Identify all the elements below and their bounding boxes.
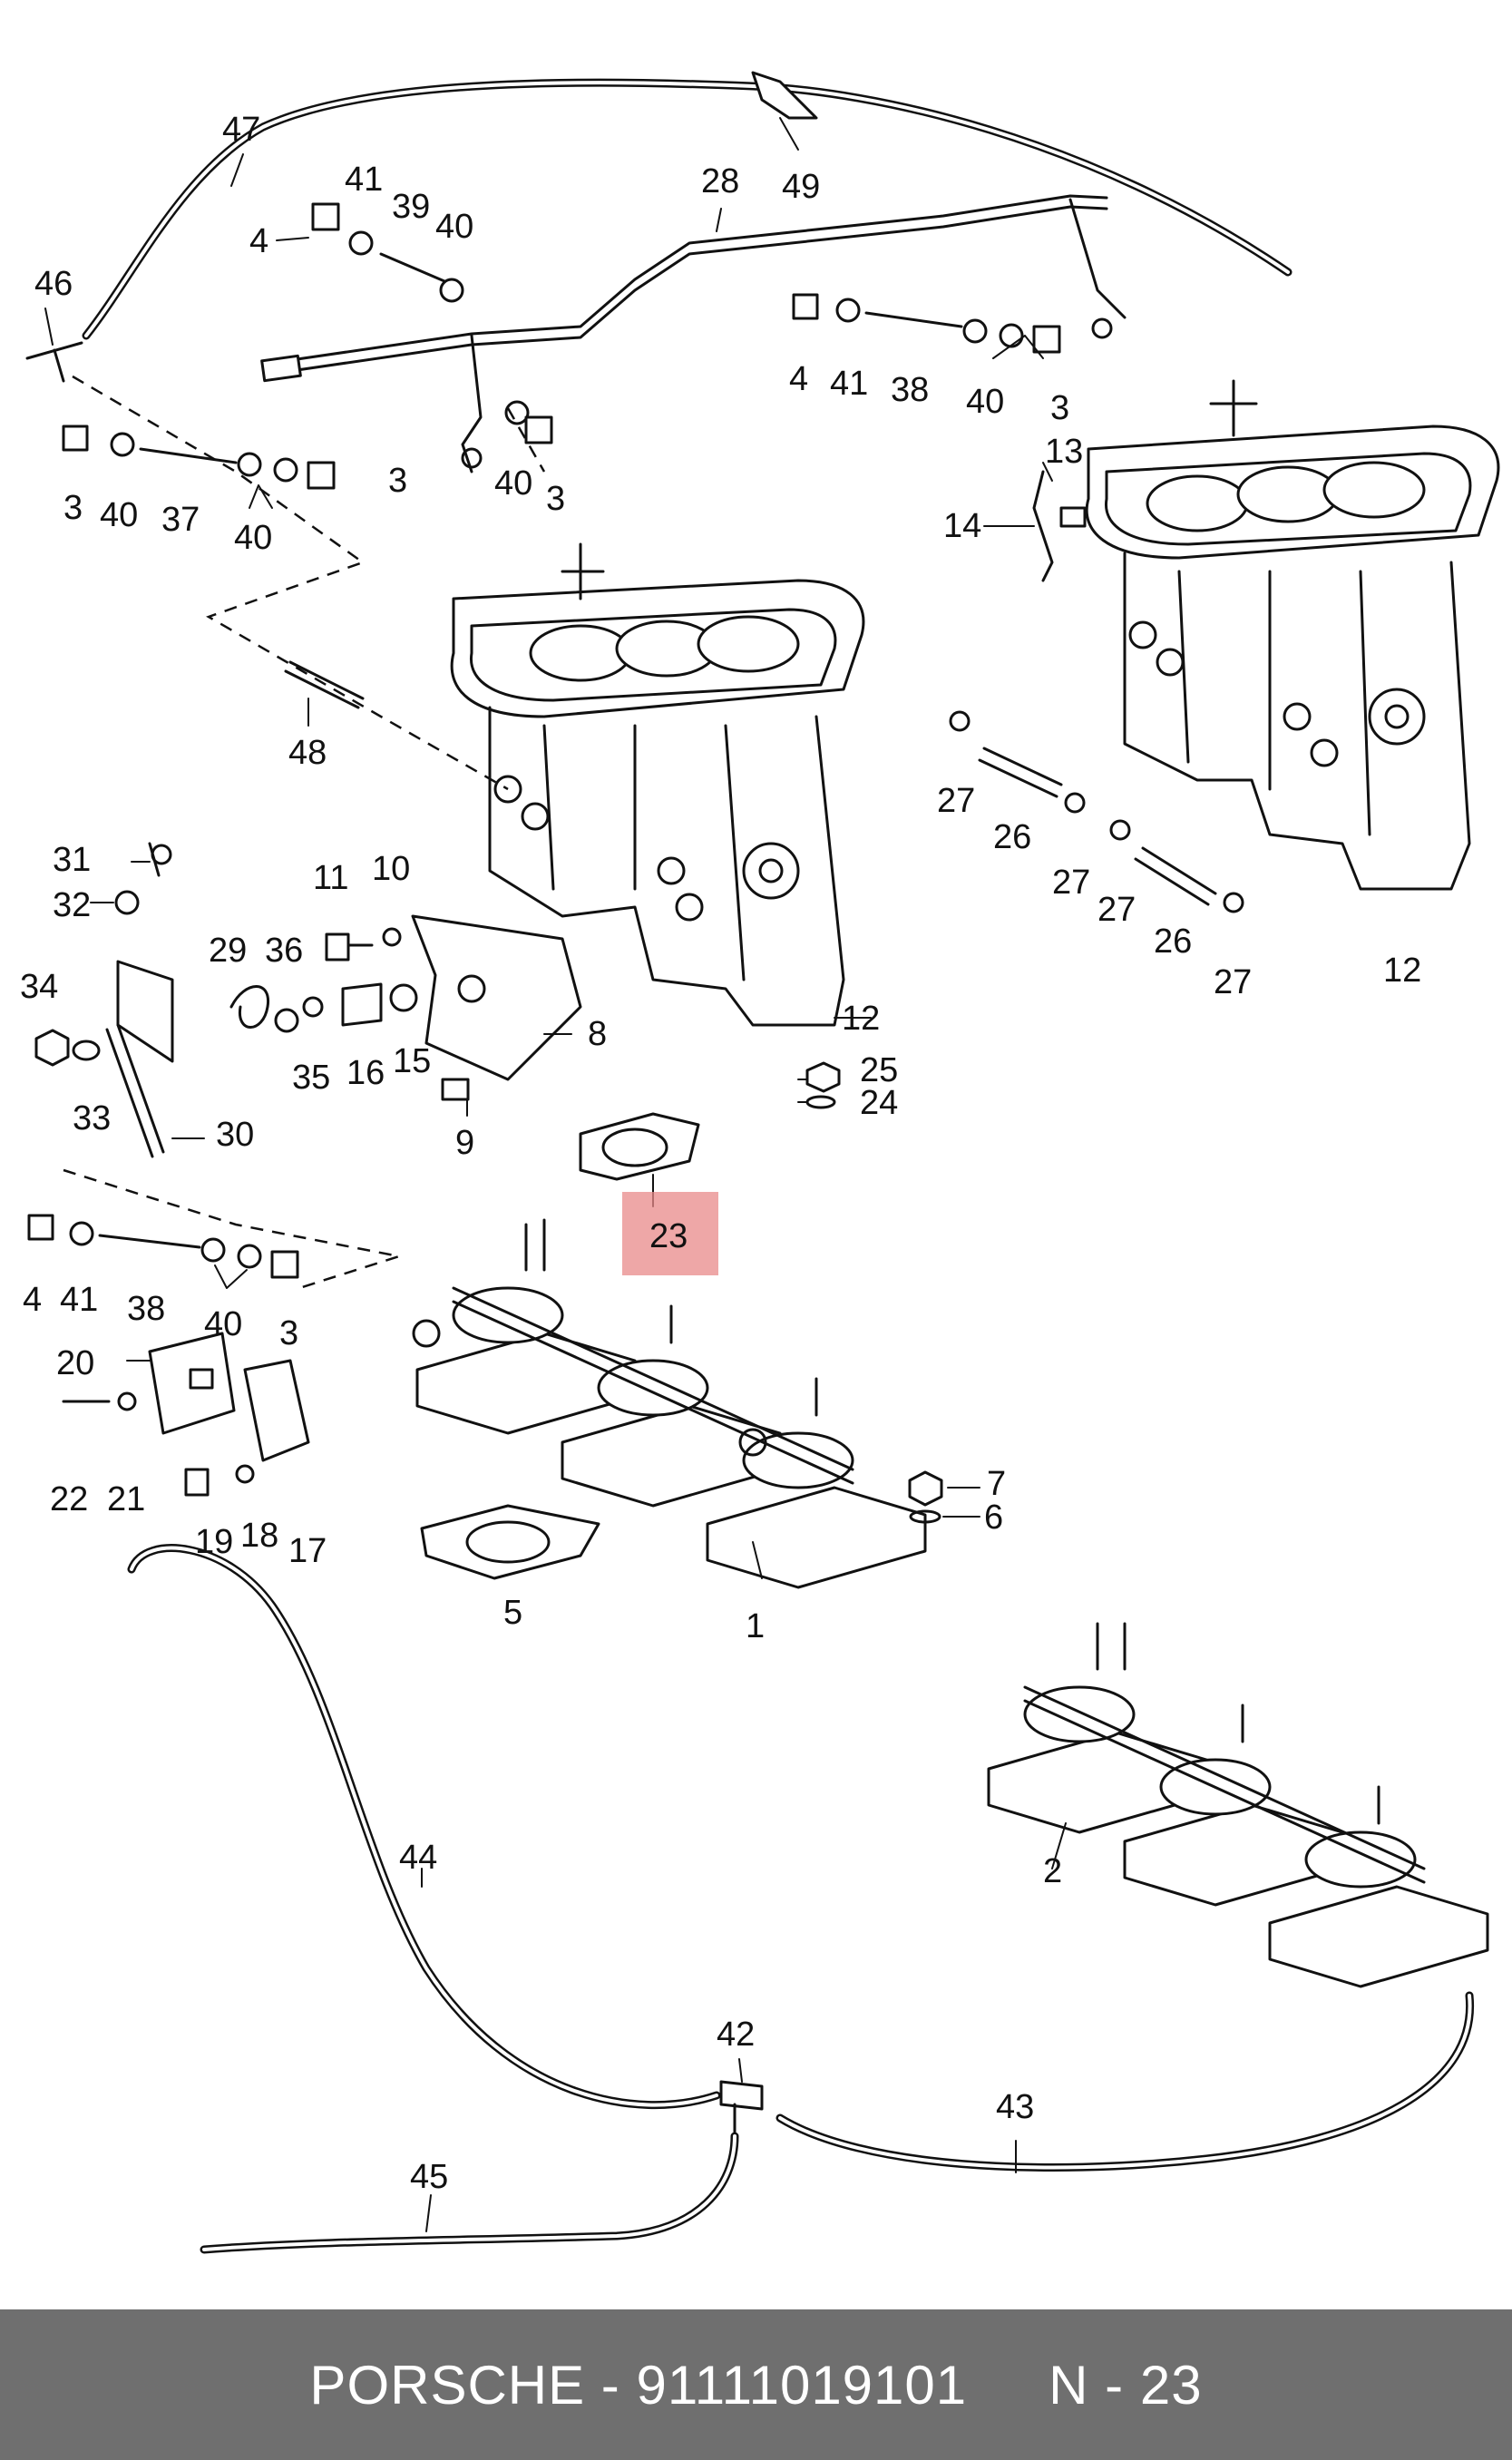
intake-housing-left xyxy=(450,542,865,1027)
callout-41: 41 xyxy=(345,161,383,199)
callout-40: 40 xyxy=(435,208,473,246)
callout-39: 39 xyxy=(392,188,430,226)
callout-27: 27 xyxy=(1214,963,1252,1001)
callout-23: 23 xyxy=(649,1217,688,1255)
callout-16: 16 xyxy=(346,1054,385,1092)
callout-3: 3 xyxy=(279,1314,298,1352)
callout-17: 17 xyxy=(288,1532,327,1570)
carburetor-left xyxy=(412,1218,927,1589)
callout-7: 7 xyxy=(987,1465,1006,1503)
callout-28: 28 xyxy=(701,162,739,200)
callout-20: 20 xyxy=(56,1344,94,1382)
callout-numbers: 47 49 28 41 39 40 4 46 4 41 38 40 3 3 40… xyxy=(20,111,1421,2196)
callout-3: 3 xyxy=(1050,389,1069,427)
callout-27: 27 xyxy=(1097,891,1136,929)
callout-14: 14 xyxy=(943,507,981,545)
gasket-5 xyxy=(420,1504,600,1580)
callout-12: 12 xyxy=(1383,952,1421,990)
callout-1: 1 xyxy=(746,1607,765,1645)
callout-22: 22 xyxy=(50,1480,88,1518)
callout-29: 29 xyxy=(209,932,247,970)
callout-26: 26 xyxy=(993,818,1031,856)
callout-19: 19 xyxy=(195,1523,233,1561)
callout-33: 33 xyxy=(73,1099,111,1137)
callout-46: 46 xyxy=(34,265,73,303)
callout-25: 25 xyxy=(860,1051,898,1089)
callout-10: 10 xyxy=(372,850,410,888)
callout-4: 4 xyxy=(249,222,268,260)
callout-4: 4 xyxy=(789,360,808,398)
callout-3: 3 xyxy=(388,462,407,500)
callout-4: 4 xyxy=(23,1281,42,1319)
callout-37: 37 xyxy=(161,501,200,539)
footer-page-ref: N - 23 xyxy=(1049,2354,1203,2416)
hose-44 xyxy=(127,1544,721,2110)
callout-13: 13 xyxy=(1045,433,1083,471)
callout-5: 5 xyxy=(503,1594,522,1632)
callout-18: 18 xyxy=(240,1517,278,1555)
callout-9: 9 xyxy=(455,1124,474,1162)
callout-32: 32 xyxy=(53,886,91,924)
callout-43: 43 xyxy=(996,2088,1034,2126)
exploded-parts-diagram: 47 49 28 41 39 40 4 46 4 41 38 40 3 3 40… xyxy=(20,71,1500,2254)
callout-40: 40 xyxy=(234,519,272,557)
leader-lines xyxy=(44,117,1067,2232)
callout-41: 41 xyxy=(830,365,868,403)
callout-3: 3 xyxy=(63,489,83,527)
assembly-dash-lines xyxy=(63,375,546,1290)
intake-housing-right xyxy=(1085,379,1500,891)
callout-47: 47 xyxy=(222,111,260,149)
callout-44: 44 xyxy=(399,1839,437,1877)
callout-38: 38 xyxy=(127,1290,165,1328)
callout-12: 12 xyxy=(842,1000,880,1038)
gasket-23 xyxy=(579,1112,700,1181)
callout-36: 36 xyxy=(265,932,303,970)
callout-3: 3 xyxy=(546,480,565,518)
callout-40: 40 xyxy=(966,383,1004,421)
t-fitting-42 xyxy=(719,2080,764,2133)
callout-15: 15 xyxy=(393,1042,431,1080)
callout-40: 40 xyxy=(100,496,138,534)
hose-45 xyxy=(200,2132,739,2254)
callout-42: 42 xyxy=(717,2016,755,2054)
highlight-box-23 xyxy=(622,1192,718,1275)
callout-24: 24 xyxy=(860,1084,898,1122)
small-hardware xyxy=(25,202,1244,1524)
callout-35: 35 xyxy=(292,1059,330,1097)
hose-43 xyxy=(776,1991,1475,2172)
carburetor-right xyxy=(987,1622,1489,1988)
vent-hose-top xyxy=(82,71,1293,340)
throttle-linkage-shaft xyxy=(260,194,1127,473)
callout-38: 38 xyxy=(891,371,929,409)
callout-27: 27 xyxy=(1052,864,1090,902)
callout-8: 8 xyxy=(588,1015,607,1053)
callout-40: 40 xyxy=(204,1305,242,1343)
callout-41: 41 xyxy=(60,1281,98,1319)
callout-45: 45 xyxy=(410,2158,448,2196)
callout-31: 31 xyxy=(53,841,91,879)
callout-48: 48 xyxy=(288,734,327,772)
callout-27: 27 xyxy=(937,782,975,820)
callout-2: 2 xyxy=(1043,1852,1062,1890)
callout-26: 26 xyxy=(1154,922,1192,961)
footer-caption: PORSCHE - 91111019101 N - 23 xyxy=(309,2354,1202,2416)
callout-30: 30 xyxy=(216,1116,254,1154)
footer-part-number: PORSCHE - 91111019101 xyxy=(309,2354,968,2416)
callout-49: 49 xyxy=(782,168,820,206)
callout-34: 34 xyxy=(20,968,58,1006)
callout-21: 21 xyxy=(107,1480,145,1518)
callout-6: 6 xyxy=(984,1498,1003,1537)
callout-11: 11 xyxy=(313,859,348,897)
callout-40: 40 xyxy=(494,464,532,503)
footer-bar: PORSCHE - 91111019101 N - 23 xyxy=(0,2309,1512,2460)
